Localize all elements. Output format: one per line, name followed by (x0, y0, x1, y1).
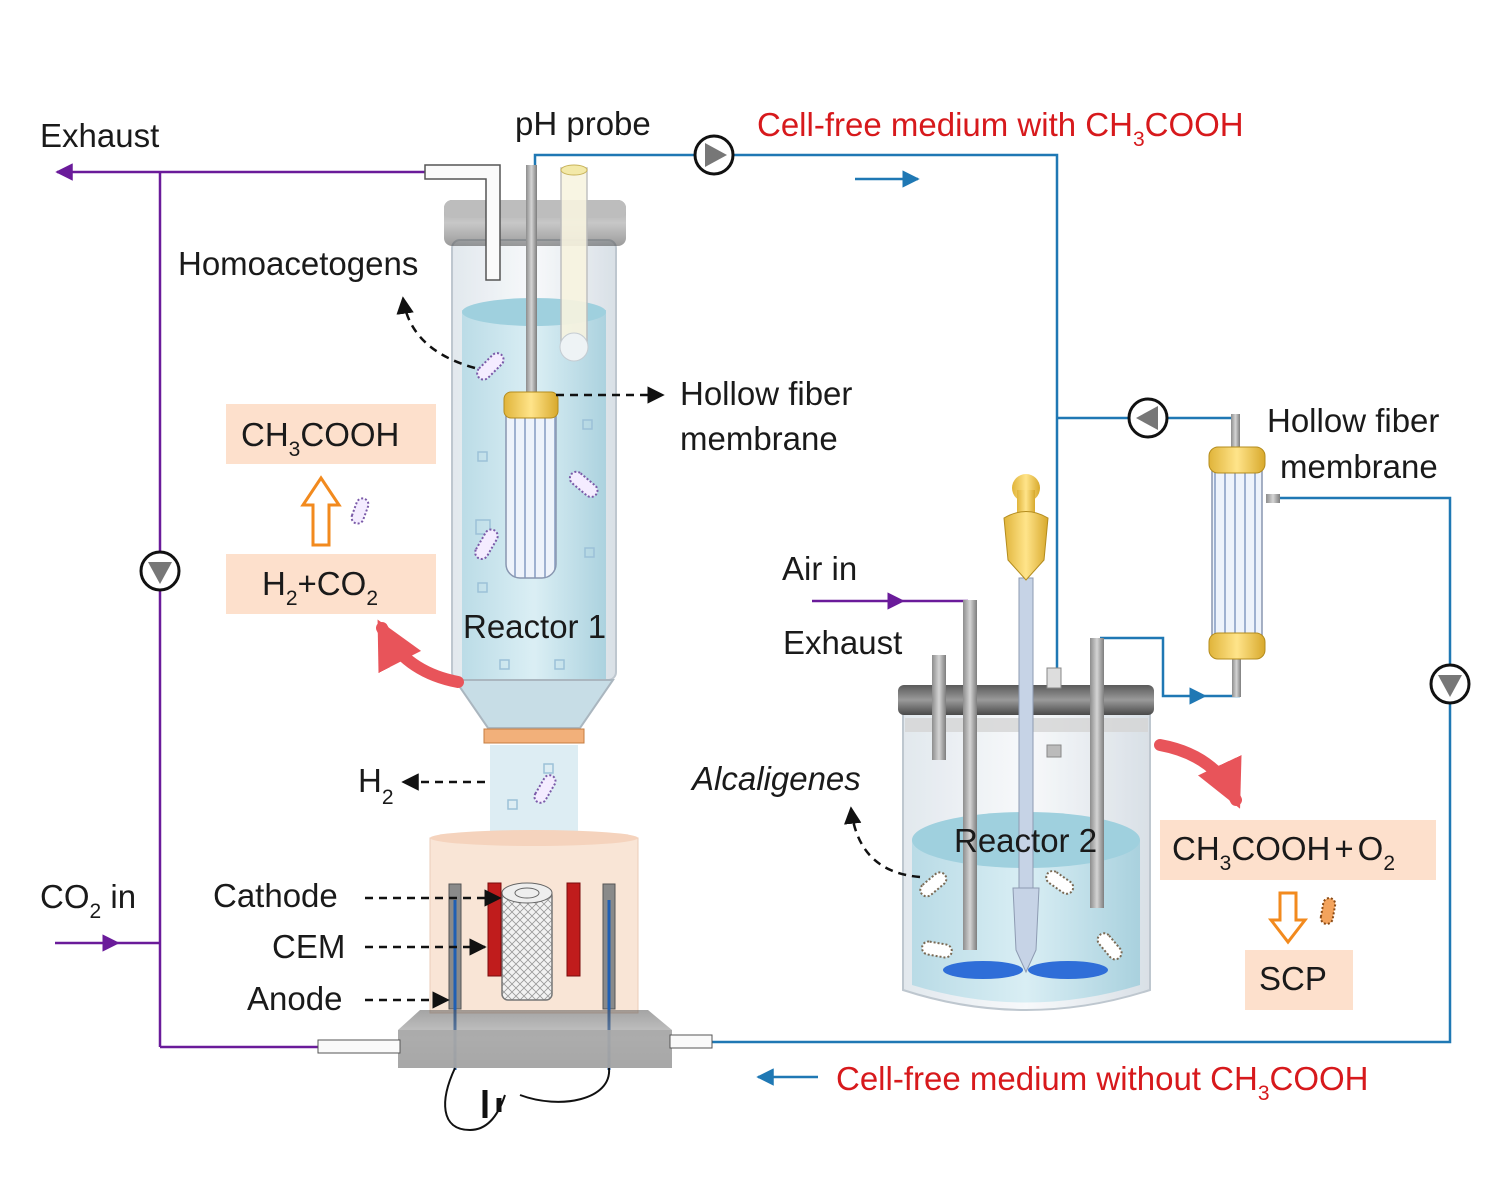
reactor1-product-arrow (376, 619, 464, 688)
conversion-down-arrow (1267, 891, 1309, 945)
pump-icon (1429, 663, 1471, 705)
pump-icon (693, 134, 735, 176)
flow-bottom-label: Cell-free medium without CH3COOH (836, 1060, 1369, 1105)
flow-top-label: Cell-free medium with CH3COOH (757, 106, 1244, 151)
hollow-fiber-2-label-line2: membrane (1280, 448, 1438, 485)
co2-in-label: CO2 in (40, 878, 136, 923)
acetic-o2-label: CH3COOH+O2 (1172, 830, 1395, 875)
liquid-lines (533, 153, 1452, 1086)
pump-icon (139, 550, 181, 592)
hollow-fiber-1-label-line2: membrane (680, 420, 838, 457)
reactor-2-vessel (898, 474, 1154, 1011)
homoacetogens-label: Homoacetogens (178, 245, 418, 282)
return-medium-line (712, 496, 1452, 1044)
reactor2-product-arrow (1154, 739, 1242, 809)
h2-co2-box (226, 554, 436, 614)
cathode-label: Cathode (213, 877, 338, 914)
reactor-1-vessel (424, 164, 626, 729)
hollow-fiber-2-label-line1: Hollow fiber (1267, 402, 1439, 439)
conversion-up-arrow (300, 475, 342, 547)
exhaust-right-label: Exhaust (783, 624, 902, 661)
ph-probe-label: pH probe (515, 105, 651, 142)
acetic-acid-box (226, 404, 436, 464)
electrochemical-cell (317, 830, 713, 1132)
connector-flange (483, 728, 585, 744)
scp-box (1245, 950, 1353, 1010)
homoacetogen-icon (350, 497, 370, 525)
exhaust-label: Exhaust (40, 117, 159, 154)
alcaligenes-label: Alcaligenes (690, 760, 861, 797)
homoacetogens-leader (396, 296, 476, 370)
acetic-acid-label: CH3COOH (241, 416, 399, 461)
hollow-fiber-1-label-line1: Hollow fiber (680, 375, 852, 412)
h2-label: H2 (358, 762, 394, 809)
pump-icon (1127, 397, 1169, 439)
reactor-2-label: Reactor 2 (954, 822, 1097, 859)
scp-label: SCP (1259, 960, 1327, 997)
cem-label: CEM (272, 928, 345, 965)
reactor-1-label: Reactor 1 (463, 608, 606, 645)
gas-lines (55, 163, 968, 1049)
acetic-o2-box (1160, 820, 1436, 880)
external-membrane-module (1208, 414, 1280, 697)
air-in-label: Air in (782, 550, 857, 587)
connector-column (490, 745, 578, 840)
reactor2-to-membrane-line (1100, 636, 1207, 705)
anode-label: Anode (247, 980, 342, 1017)
alcaligenes-icon (1319, 897, 1337, 925)
h2-co2-label: H2+CO2 (262, 565, 378, 610)
